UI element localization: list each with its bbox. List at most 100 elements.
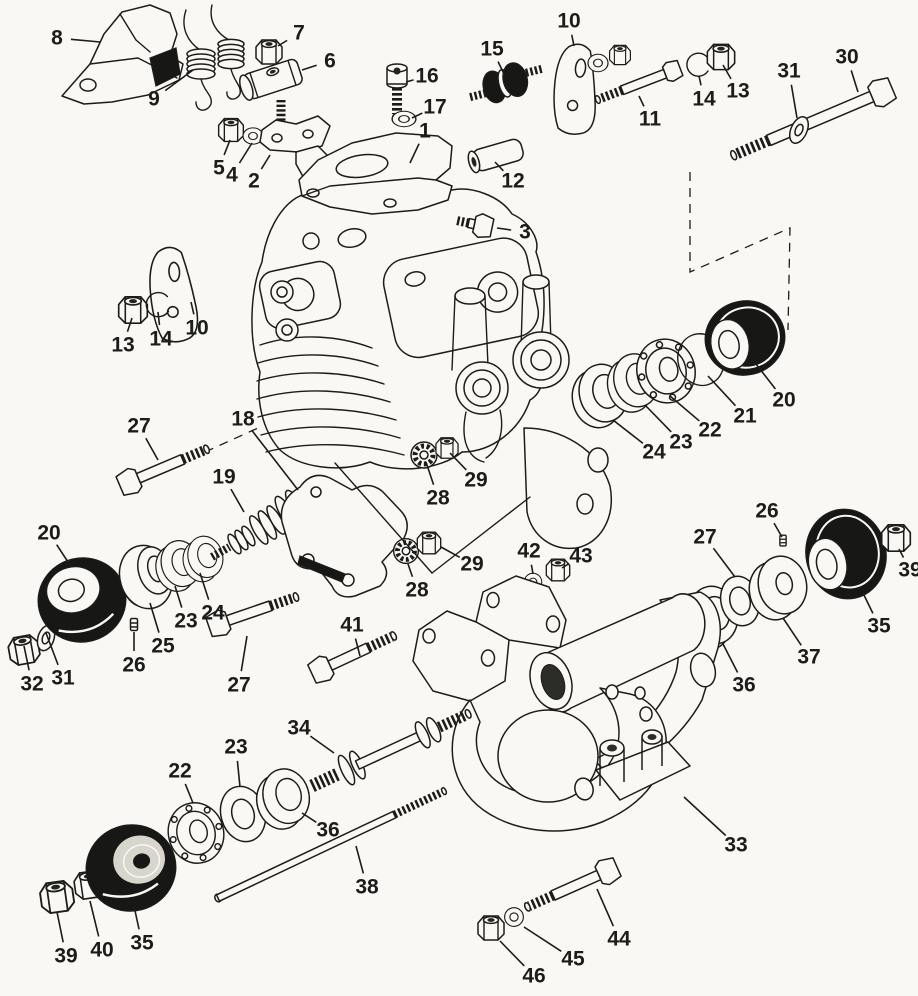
leader-line-13 [722,64,732,80]
callout-13: 13 [111,317,135,357]
callout-23: 23 [644,404,693,454]
callout-12: 12 [494,161,525,193]
leader-line-14 [698,75,702,86]
leader-line-28 [407,563,414,578]
callout-10: 10 [185,301,209,340]
part-30-long-bolt [729,77,898,161]
part-41-bolt [307,631,398,684]
part-46-nut [477,915,505,941]
leader-line-43 [561,562,570,569]
callout-10: 10 [557,10,581,47]
part-number-6: 6 [324,50,336,73]
leader-line-46 [499,940,525,967]
leader-line-14 [157,311,161,326]
part-20-rubber-bush-left [37,557,127,643]
leader-line-20 [56,544,71,566]
part-number-2: 2 [248,170,260,193]
leader-line-24 [199,572,210,600]
callout-26: 26 [755,500,783,538]
part-number-15: 15 [480,38,504,61]
callout-39: 39 [54,911,78,968]
part-number-26: 26 [755,500,778,523]
callout-13: 13 [722,64,750,103]
leader-line-22 [669,395,700,422]
part-14-lock-washer [686,52,709,77]
leader-line-1 [409,143,420,164]
leader-line-30 [850,70,859,93]
leader-line-4 [238,142,253,164]
leader-line-13 [126,317,133,332]
part-number-24: 24 [201,602,225,625]
callout-26: 26 [122,632,146,677]
callout-9: 9 [148,69,194,111]
callout-27: 27 [227,635,251,697]
part-number-30: 30 [835,46,858,69]
callout-14: 14 [149,311,173,351]
part-number-34: 34 [287,717,311,740]
leader-line-36 [301,812,317,824]
leader-line-37 [782,617,802,646]
callout-21: 21 [707,375,757,428]
callout-37: 37 [782,617,821,669]
part-number-35: 35 [130,932,154,955]
part-number-33: 33 [724,834,747,857]
leader-line-10 [190,301,195,315]
part-number-37: 37 [797,646,820,669]
part-number-43: 43 [569,545,592,568]
leader-line-39 [56,911,64,943]
part-15-rubber-mount [469,62,545,104]
part-7-nut [255,39,283,65]
part-39-nut-right [880,523,912,553]
callout-17: 17 [411,96,447,119]
part-number-40: 40 [90,939,113,962]
leader-line-38 [355,845,365,874]
part-number-23: 23 [174,610,197,633]
part-6-trunnion [239,58,303,101]
callout-35: 35 [130,905,154,955]
part-number-44: 44 [607,928,631,951]
engine-assembly [251,179,612,550]
leader-line-32 [23,645,30,671]
part-number-31: 31 [777,60,801,83]
leader-line-10 [570,34,575,47]
callout-29: 29 [449,452,488,492]
leader-line-39 [898,548,905,558]
part-28-star-washer-upper [411,442,437,468]
callout-14: 14 [692,75,716,111]
callout-20: 20 [755,363,796,412]
leader-line-18 [250,429,299,491]
part-44-bolt [523,857,622,912]
leader-line-6 [301,64,317,71]
part-number-23: 23 [224,736,247,759]
callout-45: 45 [523,926,585,971]
callout-6: 6 [301,50,336,73]
part-number-22: 22 [698,419,721,442]
part-8-steady-bracket [61,4,184,105]
part-38-long-stud [214,787,448,903]
part-12-spacer [467,138,524,174]
part-number-13: 13 [111,334,134,357]
leader-line-25 [149,602,160,633]
part-number-11: 11 [639,108,662,131]
part-37-washer-bush [748,555,808,621]
callout-28: 28 [425,461,450,510]
callout-29: 29 [440,546,484,576]
part-number-31: 31 [51,667,75,690]
part-27-bolt-upper [115,444,211,496]
leader-line-31 [790,84,798,119]
part-13-nut-left [117,295,149,325]
part-number-27: 27 [127,415,150,438]
callout-2: 2 [248,154,271,193]
leader-line-12 [494,161,504,172]
part-number-22: 22 [168,760,191,783]
part-29-nut-upper [435,437,459,459]
callout-7: 7 [277,22,305,47]
leader-line-5 [223,139,231,156]
part-number-7: 7 [293,22,305,45]
part-number-5: 5 [213,157,225,180]
crankcase-arm [523,427,612,550]
part-29-nut-lower [416,531,442,555]
part-13-nut [706,43,736,71]
leader-line-40 [89,900,100,937]
